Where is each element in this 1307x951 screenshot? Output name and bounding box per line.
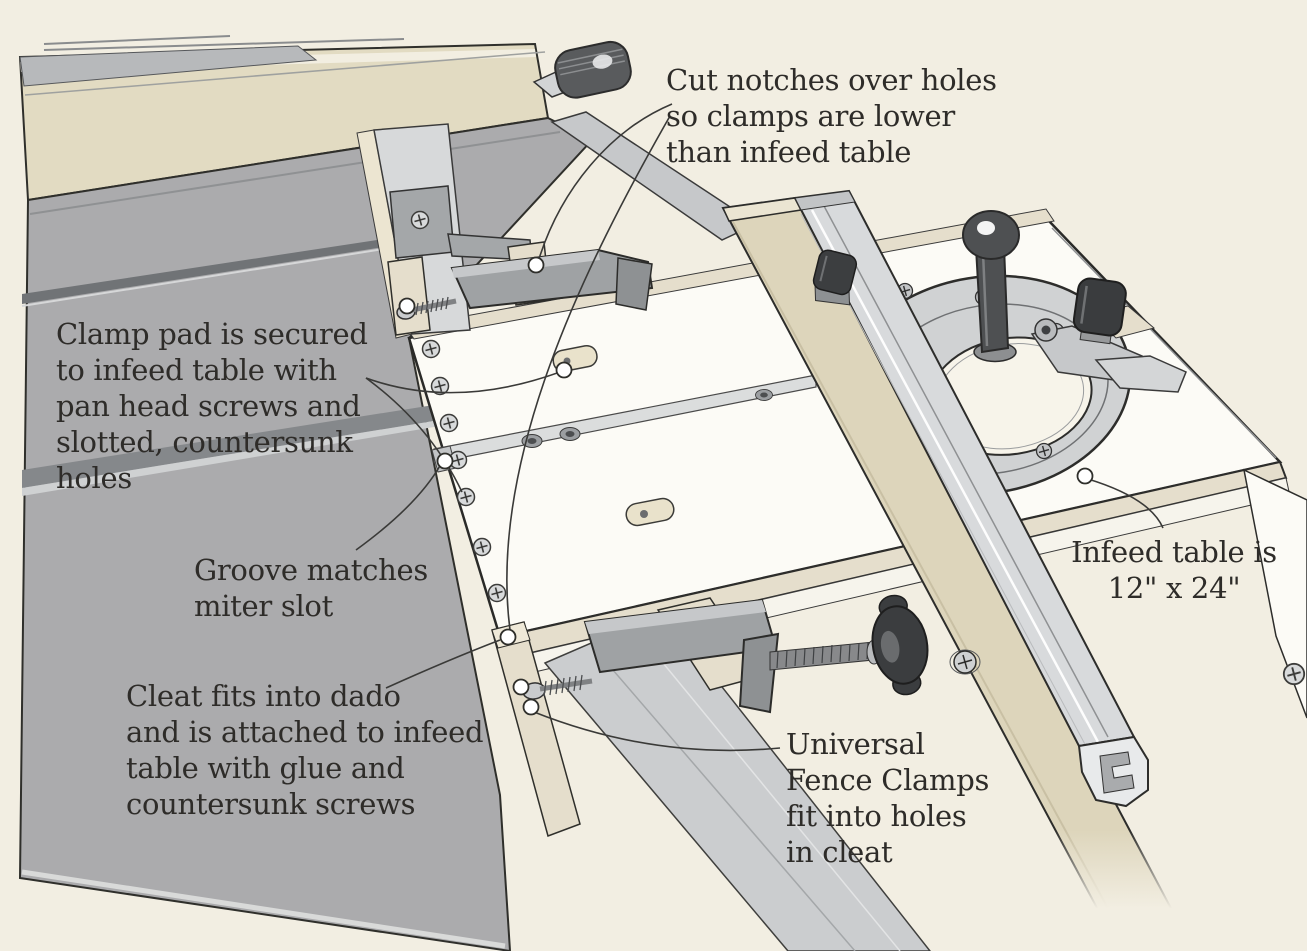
leader-clamp-pad-slot (365, 371, 561, 394)
fence-rail-wedge (19, 45, 318, 87)
leader-lines (355, 103, 1164, 752)
right-edge-chamfer (1051, 227, 1277, 459)
leader-infeed-size (1087, 478, 1164, 529)
fence-lock-lever (532, 40, 632, 99)
callout-infeed-size: Infeed table is 12" x 24" (1071, 535, 1277, 605)
plate-handle (962, 210, 1020, 363)
slotted-holes (552, 344, 675, 527)
fence-clamp-knob (812, 249, 858, 306)
saw-fence-board (18, 42, 550, 202)
knob-highlight (880, 630, 900, 663)
clamp-knob (871, 594, 929, 696)
table-bevel-edge (21, 869, 506, 949)
auxiliary-fence (721, 189, 1194, 951)
leader-clamp-pad-screws (365, 377, 463, 493)
callout-universal-clamps: Universal Fence Clamps fit into holes in… (786, 727, 990, 869)
miter-slot (21, 238, 391, 307)
miter-slot-2 (22, 404, 440, 496)
rear-cleat-block-left (387, 256, 431, 336)
callout-cut-notches: Cut notches over holes so clamps are low… (666, 63, 997, 169)
stop-knob (1072, 277, 1127, 345)
wing-lever (1094, 355, 1187, 393)
leader-cut-notches-front (506, 115, 671, 631)
leader-cut-notches-rear (537, 103, 673, 263)
handle-highlight (977, 221, 995, 235)
clamp-spring (543, 674, 583, 697)
pad-screw (410, 210, 430, 230)
callout-cleat: Cleat fits into dado and is attached to … (126, 679, 484, 821)
callout-groove: Groove matches miter slot (194, 553, 428, 623)
rear-clamp-hook (615, 257, 653, 311)
rear-clamp-spring (415, 296, 449, 316)
leader-cleat (385, 639, 501, 689)
stop-adjuster-mechanism (1030, 277, 1187, 393)
leader-universal-clamps (533, 711, 781, 752)
fence-screw (949, 649, 981, 675)
rod-threads (776, 641, 869, 669)
lever-highlight (592, 54, 613, 69)
fence-fade (1005, 830, 1307, 951)
leader-groove (355, 463, 442, 551)
right-apron (1242, 468, 1307, 719)
far-rail-lines (43, 35, 405, 51)
saw-front-rail (543, 611, 931, 951)
clamp-hook-arm (738, 632, 780, 714)
saw-table (18, 116, 594, 951)
universal-fence-clamp-front (522, 594, 929, 714)
callout-clamp-pad: Clamp pad is secured to infeed table wit… (56, 317, 368, 495)
apron-screw (1282, 662, 1306, 686)
